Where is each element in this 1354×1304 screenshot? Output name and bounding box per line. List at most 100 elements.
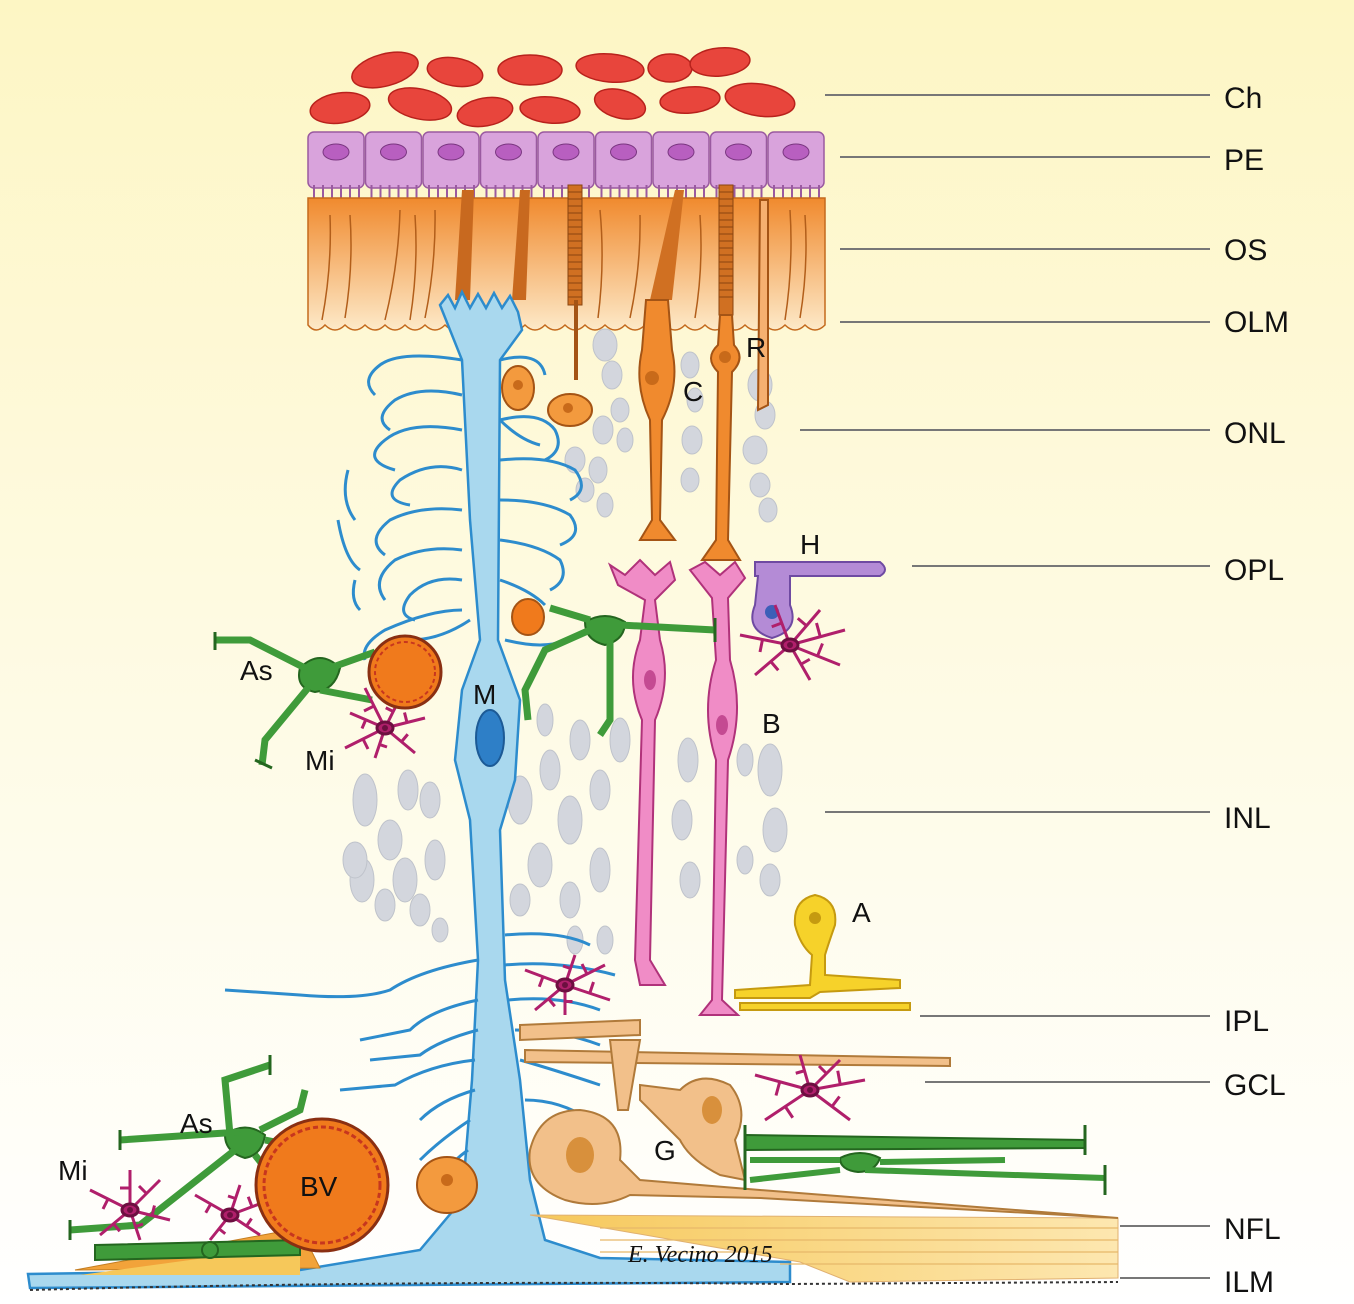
muller-process	[367, 354, 463, 397]
muller-process	[351, 579, 362, 612]
muller-process	[418, 1118, 471, 1162]
microglia-nucleus	[787, 642, 793, 648]
os-stripe	[409, 214, 417, 321]
cell-label-amacrine: A	[852, 897, 871, 928]
os-stripe	[384, 209, 401, 321]
muller-process	[359, 998, 479, 1042]
grey-nucleus	[671, 799, 693, 841]
grey-nucleus	[397, 769, 419, 811]
cell-label-astrocyte-upper: As	[240, 655, 273, 686]
os-stripe	[321, 214, 332, 321]
muller-process	[343, 469, 357, 521]
layer-label-opl: OPL	[1224, 554, 1284, 587]
pe-nucleus	[380, 143, 407, 161]
grey-nucleus	[589, 847, 611, 893]
muller-process	[507, 997, 601, 1012]
blood-vessels	[254, 634, 478, 1253]
grey-nucleus	[601, 360, 623, 390]
microglia-process	[809, 1070, 866, 1092]
microglia-nucleus	[562, 982, 568, 988]
muller-process	[377, 547, 463, 601]
layer-label-olm: OLM	[1224, 306, 1289, 339]
grey-nucleus	[589, 769, 611, 811]
microglia-process	[754, 1073, 811, 1096]
muller-process	[504, 932, 591, 947]
grey-nucleus	[424, 839, 446, 881]
cell-label-bipolar: B	[762, 708, 781, 739]
cell-label-blood-vessel: BV	[300, 1171, 338, 1202]
grey-nucleus	[559, 881, 581, 919]
grey-nucleus	[677, 737, 699, 783]
pigment-epithelium-layer	[307, 131, 825, 198]
pe-nucleus	[782, 143, 810, 161]
grey-nucleus	[392, 857, 418, 903]
amacrine-cell	[734, 893, 911, 1011]
grey-nucleus	[431, 917, 449, 943]
choroid-cell	[689, 47, 751, 77]
muller-process	[224, 958, 479, 999]
muller-process	[498, 418, 541, 447]
os-stripe	[424, 209, 436, 319]
grey-nucleus	[758, 497, 778, 523]
leader-lines	[800, 94, 1210, 1279]
choroid-cell	[351, 51, 419, 89]
muller-process	[418, 1088, 476, 1122]
grey-nucleus	[742, 435, 768, 465]
muller-process	[380, 389, 463, 432]
os-stripe	[784, 209, 792, 321]
grey-nucleus	[419, 781, 441, 819]
nuclei-cluster	[342, 328, 788, 955]
layer-label-inl: INL	[1224, 802, 1271, 835]
grey-nucleus	[409, 893, 431, 927]
grey-nucleus	[377, 819, 403, 861]
choroid-cell	[647, 53, 693, 83]
pe-nucleus	[725, 143, 752, 161]
cell-label-ganglion: G	[654, 1135, 676, 1166]
grey-nucleus	[342, 841, 368, 879]
muller-nucleus	[475, 709, 505, 767]
choroid-cell	[387, 87, 453, 121]
microglia-nucleus	[227, 1212, 233, 1218]
layer-label-nfl: NFL	[1224, 1213, 1281, 1246]
grey-nucleus	[757, 743, 783, 797]
grey-nucleus	[679, 861, 701, 899]
muller-process	[499, 355, 547, 376]
microglia-nucleus	[807, 1087, 813, 1093]
grey-nucleus	[569, 719, 591, 761]
microglia-process	[771, 604, 792, 646]
layer-label-onl: ONL	[1224, 417, 1286, 450]
muller-process	[499, 578, 547, 607]
layer-label-ipl: IPL	[1224, 1005, 1269, 1038]
astrocytes	[68, 604, 1107, 1262]
grey-nucleus	[596, 925, 614, 955]
grey-nucleus	[539, 749, 561, 791]
os-stripe	[694, 214, 702, 319]
grey-nucleus	[759, 863, 781, 897]
grey-nucleus	[680, 351, 700, 379]
pe-nucleus	[495, 143, 522, 161]
cell-label-cone: C	[683, 376, 703, 407]
choroid-cell	[309, 91, 371, 125]
grey-nucleus	[736, 845, 754, 875]
grey-nucleus	[686, 387, 704, 413]
grey-nucleus	[609, 717, 631, 763]
layer-labels: Ch PE OS OLM ONL OPL INL IPL GCL NFL ILM	[1224, 82, 1289, 1299]
pe-nucleus	[667, 143, 695, 161]
muller-process	[336, 519, 361, 572]
muller-process	[362, 608, 463, 661]
cell-label-muller: M	[473, 679, 496, 710]
microglia-process	[789, 622, 846, 647]
choroid-cell	[593, 88, 647, 120]
grey-nucleus	[610, 397, 630, 423]
outer-segments-layer	[307, 197, 826, 331]
photoreceptor-cells	[501, 199, 769, 636]
cell-label-horizontal: H	[800, 529, 820, 560]
rod-cell	[700, 314, 742, 561]
os-stripe	[344, 214, 352, 319]
cone-cell	[638, 299, 677, 541]
choroid-cell	[456, 96, 514, 128]
layer-label-gcl: GCL	[1224, 1069, 1286, 1102]
microglia-process	[764, 1088, 811, 1122]
grey-nucleus	[592, 415, 614, 445]
